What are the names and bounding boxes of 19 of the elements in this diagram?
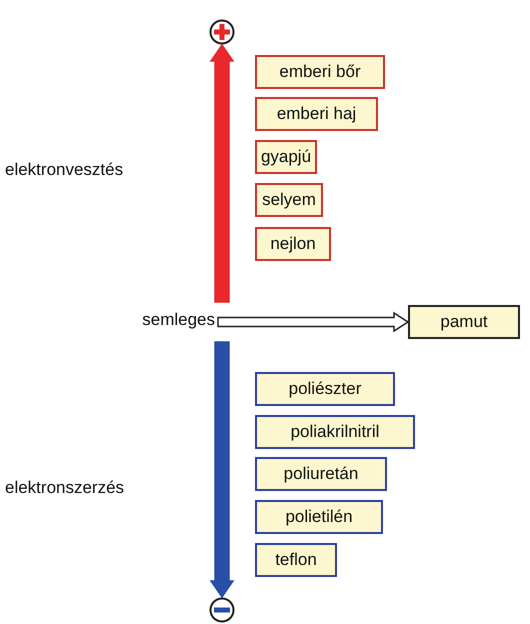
- side-label: elektronszerzés: [5, 478, 124, 498]
- material-box: poliészter: [255, 372, 395, 406]
- arrow: [210, 341, 234, 598]
- material-box: selyem: [255, 183, 323, 217]
- material-box: polietilén: [255, 500, 383, 534]
- plus-sign-icon: [209, 19, 235, 45]
- material-box: emberi haj: [255, 97, 378, 131]
- scale-label: semleges: [125, 310, 215, 330]
- material-box: poliakrilnitril: [255, 415, 415, 449]
- minus-sign-icon: [209, 597, 235, 623]
- material-box: teflon: [255, 543, 337, 577]
- arrow: [217, 312, 410, 332]
- arrow: [210, 44, 234, 303]
- material-box: nejlon: [255, 227, 331, 261]
- material-box: poliuretán: [255, 457, 387, 491]
- side-label: elektronvesztés: [5, 160, 124, 180]
- material-box: emberi bőr: [255, 55, 385, 89]
- material-box: pamut: [408, 305, 520, 339]
- material-box: gyapjú: [255, 140, 317, 174]
